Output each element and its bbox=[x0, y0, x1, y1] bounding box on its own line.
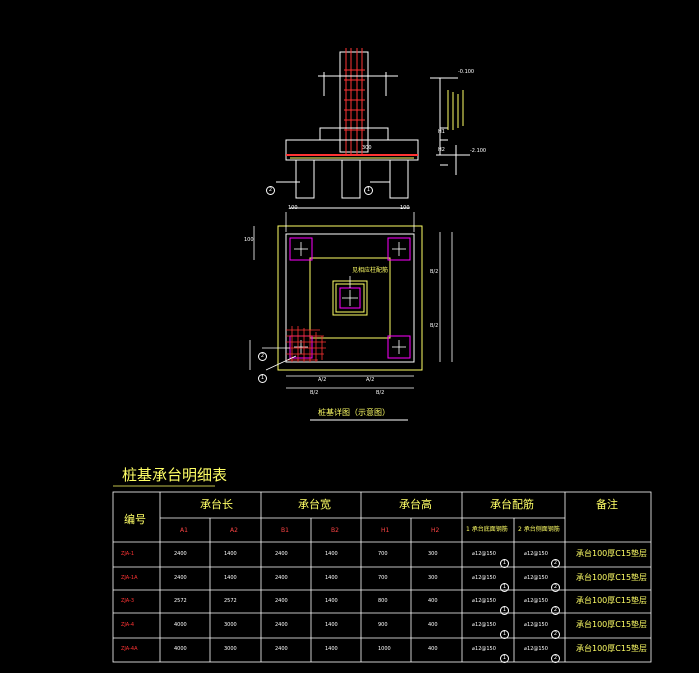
rebar-callout: 2 bbox=[551, 622, 560, 639]
cell-rebar1: ⌀12@150 bbox=[472, 622, 496, 628]
cell-rebar2: ⌀12@150 bbox=[524, 551, 548, 557]
dim-300-label: 300 bbox=[362, 145, 372, 151]
rebar-callout: 1 bbox=[500, 598, 509, 615]
cell-b1: 2400 bbox=[275, 598, 288, 604]
cell-a1: 4000 bbox=[174, 646, 187, 652]
cell-b2: 1400 bbox=[325, 575, 338, 581]
cell-b1: 2400 bbox=[275, 575, 288, 581]
dim-100-c: 100 bbox=[244, 237, 254, 243]
sub-b2: B2 bbox=[331, 527, 339, 534]
cell-a2: 3000 bbox=[224, 646, 237, 652]
dim-b1: B/2 bbox=[310, 390, 319, 396]
dim-a4: B/2 bbox=[430, 323, 439, 329]
cell-id: ZJA-1A bbox=[121, 575, 138, 581]
header-height: 承台高 bbox=[399, 498, 432, 511]
cell-rebar1: ⌀12@150 bbox=[472, 598, 496, 604]
cell-a2: 2572 bbox=[224, 598, 237, 604]
cell-a2: 1400 bbox=[224, 575, 237, 581]
sub-a1: A1 bbox=[180, 527, 188, 534]
sub-h2: H2 bbox=[431, 527, 440, 534]
cell-rebar1: ⌀12@150 bbox=[472, 646, 496, 652]
header-remark: 备注 bbox=[596, 498, 618, 511]
rebar-callout: 2 bbox=[551, 646, 560, 663]
cell-b1: 2400 bbox=[275, 622, 288, 628]
cell-h2: 400 bbox=[428, 622, 438, 628]
cell-h2: 400 bbox=[428, 646, 438, 652]
callout-2-section: 2 bbox=[266, 178, 275, 195]
callout-2-plan: 2 bbox=[258, 344, 267, 361]
cell-h2: 400 bbox=[428, 598, 438, 604]
table-title: 桩基承台明细表 bbox=[122, 466, 228, 484]
cell-a1: 2400 bbox=[174, 551, 187, 557]
table-grid bbox=[112, 491, 652, 663]
section-view bbox=[276, 48, 470, 209]
cell-b2: 1400 bbox=[325, 646, 338, 652]
cell-id: ZJA-4 bbox=[121, 622, 135, 628]
rebar-callout: 1 bbox=[500, 622, 509, 639]
cell-remark: 承台100厚C15垫层 bbox=[576, 620, 648, 629]
sub-a2: A2 bbox=[230, 527, 238, 534]
dim-b2: B/2 bbox=[376, 390, 385, 396]
callout-1-section: 1 bbox=[364, 178, 373, 195]
cell-rebar1: ⌀12@150 bbox=[472, 575, 496, 581]
rebar-callout: 2 bbox=[551, 598, 560, 615]
cell-b1: 2400 bbox=[275, 646, 288, 652]
center-pile-note: 见相应柱配筋 bbox=[352, 267, 389, 274]
level-top-label: -0.100 bbox=[458, 69, 475, 75]
header-rebar: 承台配筋 bbox=[490, 498, 534, 511]
sub-rebar2: 2 承台侧面钢筋 bbox=[518, 526, 560, 533]
rebar-callout: 1 bbox=[500, 646, 509, 663]
rebar-callout: 1 bbox=[500, 575, 509, 592]
cell-h2: 300 bbox=[428, 551, 438, 557]
dim-h2-label: H2 bbox=[438, 147, 445, 153]
dim-100-a: 100 bbox=[288, 205, 298, 211]
dim-a3: B/2 bbox=[430, 269, 439, 275]
cell-rebar2: ⌀12@150 bbox=[524, 598, 548, 604]
header-length: 承台长 bbox=[200, 498, 233, 511]
cell-b2: 1400 bbox=[325, 598, 338, 604]
cell-rebar1: ⌀12@150 bbox=[472, 551, 496, 557]
cell-b2: 1400 bbox=[325, 622, 338, 628]
cell-rebar2: ⌀12@150 bbox=[524, 646, 548, 652]
cell-a2: 1400 bbox=[224, 551, 237, 557]
sub-h1: H1 bbox=[381, 527, 390, 534]
rebar-callout: 2 bbox=[551, 551, 560, 568]
sub-b1: B1 bbox=[281, 527, 289, 534]
cell-a1: 4000 bbox=[174, 622, 187, 628]
cell-h2: 300 bbox=[428, 575, 438, 581]
cell-a2: 3000 bbox=[224, 622, 237, 628]
cell-rebar2: ⌀12@150 bbox=[524, 575, 548, 581]
callout-1-plan: 1 bbox=[258, 366, 267, 383]
cell-b2: 1400 bbox=[325, 551, 338, 557]
dim-100-b: 100 bbox=[400, 205, 410, 211]
plan-view bbox=[249, 212, 453, 421]
cell-h1: 900 bbox=[378, 622, 388, 628]
cell-a1: 2572 bbox=[174, 598, 187, 604]
cell-h1: 800 bbox=[378, 598, 388, 604]
dim-a2: A/2 bbox=[366, 377, 375, 383]
rebar-callout: 2 bbox=[551, 575, 560, 592]
cell-h1: 700 bbox=[378, 575, 388, 581]
cell-remark: 承台100厚C15垫层 bbox=[576, 644, 648, 653]
cell-id: ZJA-1 bbox=[121, 551, 135, 557]
rebar-callout: 1 bbox=[500, 551, 509, 568]
cell-h1: 700 bbox=[378, 551, 388, 557]
cell-h1: 1000 bbox=[378, 646, 391, 652]
header-width: 承台宽 bbox=[298, 498, 331, 511]
cell-id: ZJA-4A bbox=[121, 646, 138, 652]
cell-a1: 2400 bbox=[174, 575, 187, 581]
cell-remark: 承台100厚C15垫层 bbox=[576, 596, 648, 605]
cell-rebar2: ⌀12@150 bbox=[524, 622, 548, 628]
cell-id: ZJA-3 bbox=[121, 598, 135, 604]
cell-remark: 承台100厚C15垫层 bbox=[576, 573, 648, 582]
level-bottom-label: -2.100 bbox=[470, 148, 487, 154]
dim-h1-label: H1 bbox=[438, 129, 445, 135]
plan-title: 桩基详图（示意图） bbox=[318, 408, 390, 417]
header-id: 编号 bbox=[124, 513, 146, 526]
cell-b1: 2400 bbox=[275, 551, 288, 557]
sub-rebar1: 1 承台底面钢筋 bbox=[466, 526, 508, 533]
dim-a1: A/2 bbox=[318, 377, 327, 383]
cell-remark: 承台100厚C15垫层 bbox=[576, 549, 648, 558]
